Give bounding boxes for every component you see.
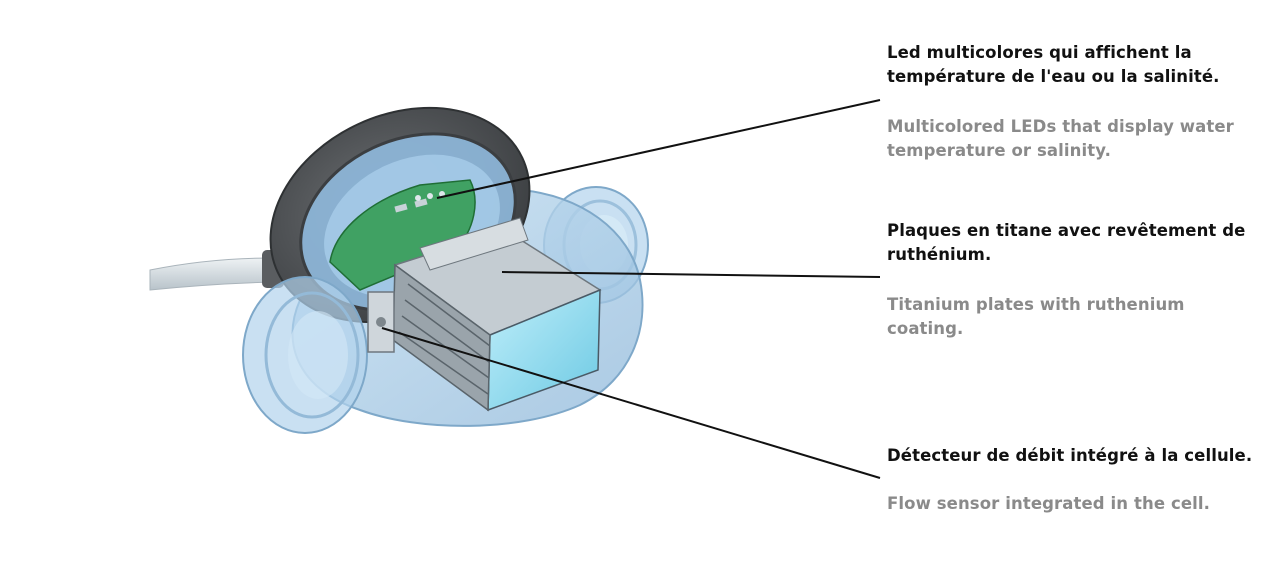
callout-flow-sensor-english: Flow sensor integrated in the cell. [887, 494, 1211, 513]
leader-line-leds [436, 99, 881, 199]
led-icon [439, 191, 445, 197]
callout-leds: Led multicolores qui affichent la tempér… [887, 41, 1257, 163]
circuit-board [329, 179, 476, 291]
leader-line-plates [501, 271, 881, 278]
led-icon [415, 195, 421, 201]
led-icon [427, 193, 433, 199]
left-pipe-fitting [242, 276, 368, 434]
titanium-plates [392, 217, 602, 412]
power-cable [149, 257, 277, 291]
callout-flow-sensor: Détecteur de débit intégré à la cellule.… [887, 444, 1257, 516]
callout-leds-french: Led multicolores qui affichent la tempér… [887, 43, 1220, 86]
callout-flow-sensor-french: Détecteur de débit intégré à la cellule. [887, 446, 1253, 465]
leader-line-flow-sensor [381, 327, 881, 479]
callout-leds-english: Multicolored LEDs that display water tem… [887, 117, 1234, 160]
callout-plates: Plaques en titane avec revêtement de rut… [887, 219, 1257, 341]
callout-plates-french: Plaques en titane avec revêtement de rut… [887, 221, 1246, 264]
flow-sensor [367, 291, 395, 353]
callout-plates-english: Titanium plates with ruthenium coating. [887, 295, 1185, 338]
